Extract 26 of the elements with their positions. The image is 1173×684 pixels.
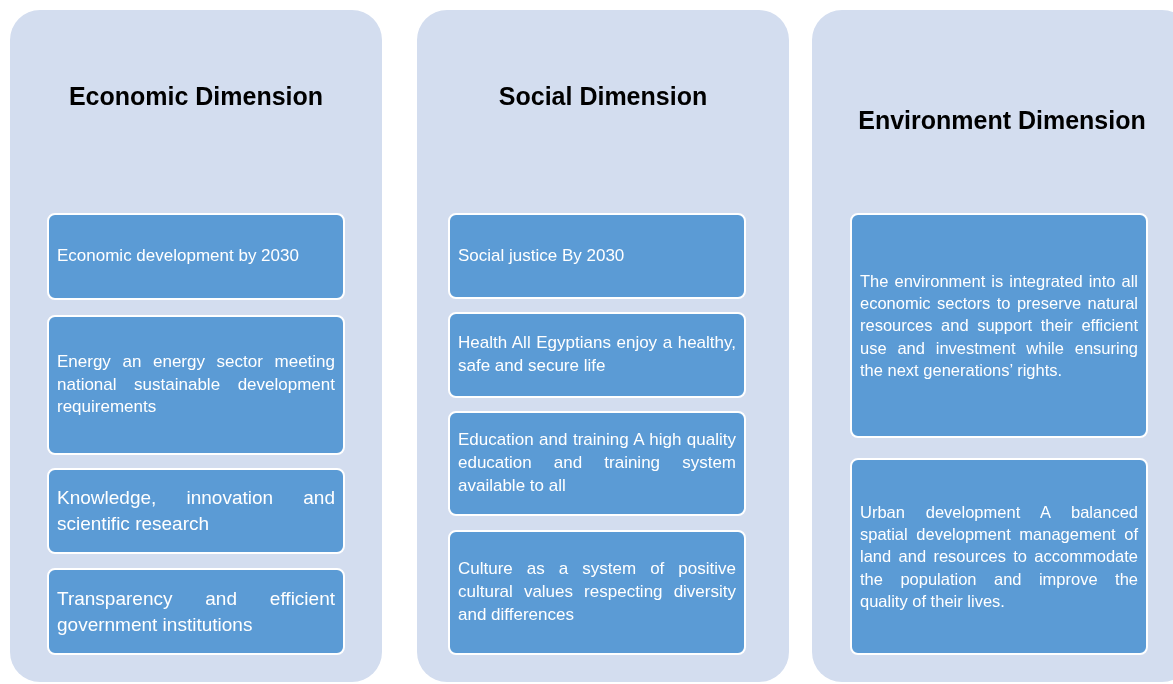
goal-text: The environment is integrated into all economic sectors to preserve natural resources and support their efficient use and investment while ensuring the next generations’ rights.: [860, 270, 1138, 381]
goal-text: Energy an energy sector meeting national sustainable development requirements: [57, 350, 335, 419]
panel-heading: Economic Dimension: [67, 81, 325, 112]
goal-text: Culture as a system of positive cultural values respecting diversity and differences: [458, 558, 736, 626]
goal-box: [47, 213, 345, 300]
goal-text: Urban development A balanced spatial development management of land and resources to accommodate the population and improve the quality of their lives.: [860, 501, 1138, 612]
goal-box: [448, 530, 746, 655]
goal-box: [47, 568, 345, 655]
goal-text: Transparency and efficient government institutions: [57, 586, 335, 637]
goal-text: Social justice By 2030: [458, 244, 626, 267]
goal-text: Knowledge, innovation and scientific research: [57, 486, 335, 536]
panel-heading: Environment Dimension: [857, 105, 1147, 136]
goal-text: Economic development by 2030: [57, 245, 300, 268]
goal-box: [448, 411, 746, 516]
panel-heading: Social Dimension: [497, 81, 709, 112]
dimension-panel: [417, 10, 789, 682]
goal-box: [850, 458, 1148, 655]
goal-box: [47, 468, 345, 554]
goal-box: [448, 312, 746, 398]
dimension-panel: [812, 10, 1173, 682]
goal-text: Education and training A high quality education and training system available to all: [458, 429, 736, 497]
dimension-panel: [10, 10, 382, 682]
goal-text: Health All Egyptians enjoy a healthy, safe and secure life: [458, 332, 736, 377]
goal-box: [47, 315, 345, 455]
goal-box: [448, 213, 746, 299]
goal-box: [850, 213, 1148, 438]
